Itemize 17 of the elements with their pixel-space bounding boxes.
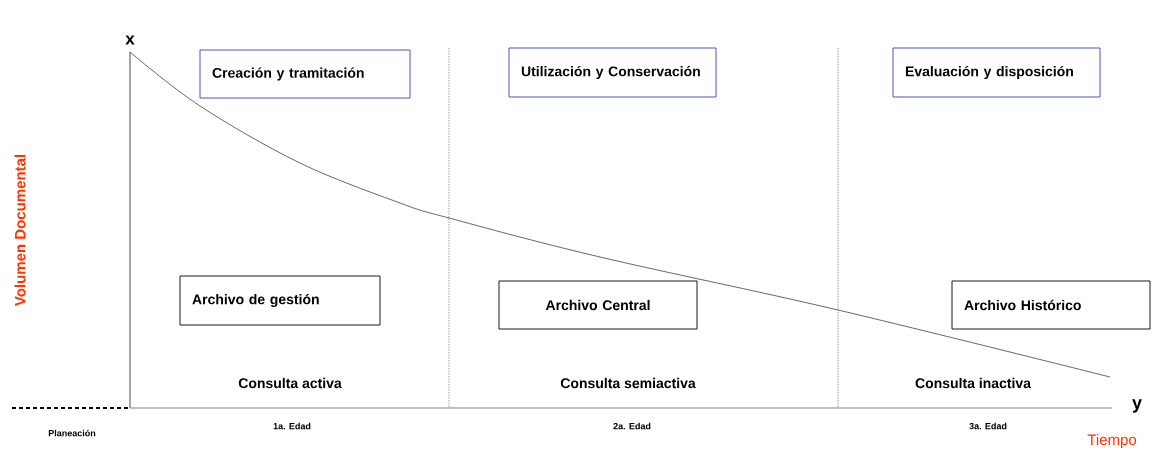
stage-box: Archivo Central (498, 280, 698, 330)
stage-box: Archivo Histórico (951, 280, 1151, 330)
stage-box: Utilización y Conservación (508, 47, 717, 98)
axis-label: x (125, 35, 135, 45)
phase-label: Consulta semiactiva (560, 377, 696, 389)
phase-label: Consulta inactiva (915, 377, 1032, 389)
stage-label: Planeación (48, 429, 96, 437)
stage-label: 3a. Edad (969, 422, 1007, 430)
axis-label: y (1132, 399, 1142, 413)
phase-label: Consulta activa (238, 377, 342, 389)
axis-title: Volumen Documental (14, 154, 26, 306)
stage-box: Archivo de gestión (179, 275, 381, 326)
axis-title: Tiempo (1087, 434, 1137, 448)
stage-box: Creación y tramitación (199, 49, 411, 99)
stage-box: Evaluación y disposición (892, 47, 1101, 98)
stage-label: 1a. Edad (273, 422, 311, 430)
stage-label: 2a. Edad (613, 422, 651, 430)
